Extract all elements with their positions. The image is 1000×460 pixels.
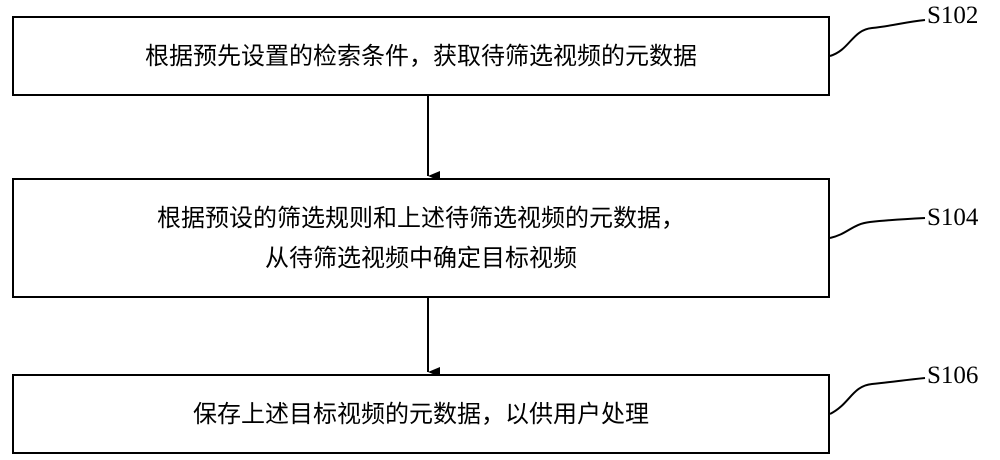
leader-step2	[829, 217, 926, 239]
step-label-s106: S106	[927, 362, 979, 389]
step-s104-text-line-2: 从待筛选视频中确定目标视频	[265, 244, 577, 272]
step-s102-text: 根据预先设置的检索条件，获取待筛选视频的元数据	[145, 42, 697, 70]
step-s106-text: 保存上述目标视频的元数据，以供用户处理	[193, 400, 649, 428]
step-label-s104: S104	[927, 204, 979, 231]
leader-step1	[829, 19, 926, 57]
step-box-s106: 保存上述目标视频的元数据，以供用户处理	[12, 374, 830, 454]
step-s104-text-line-1: 根据预设的筛选规则和上述待筛选视频的元数据，	[157, 204, 685, 232]
step-box-s102: 根据预先设置的检索条件，获取待筛选视频的元数据	[12, 16, 830, 96]
leader-step3	[829, 377, 926, 415]
step-box-s104: 根据预设的筛选规则和上述待筛选视频的元数据， 从待筛选视频中确定目标视频	[12, 178, 830, 298]
step-label-s102: S102	[927, 2, 979, 29]
